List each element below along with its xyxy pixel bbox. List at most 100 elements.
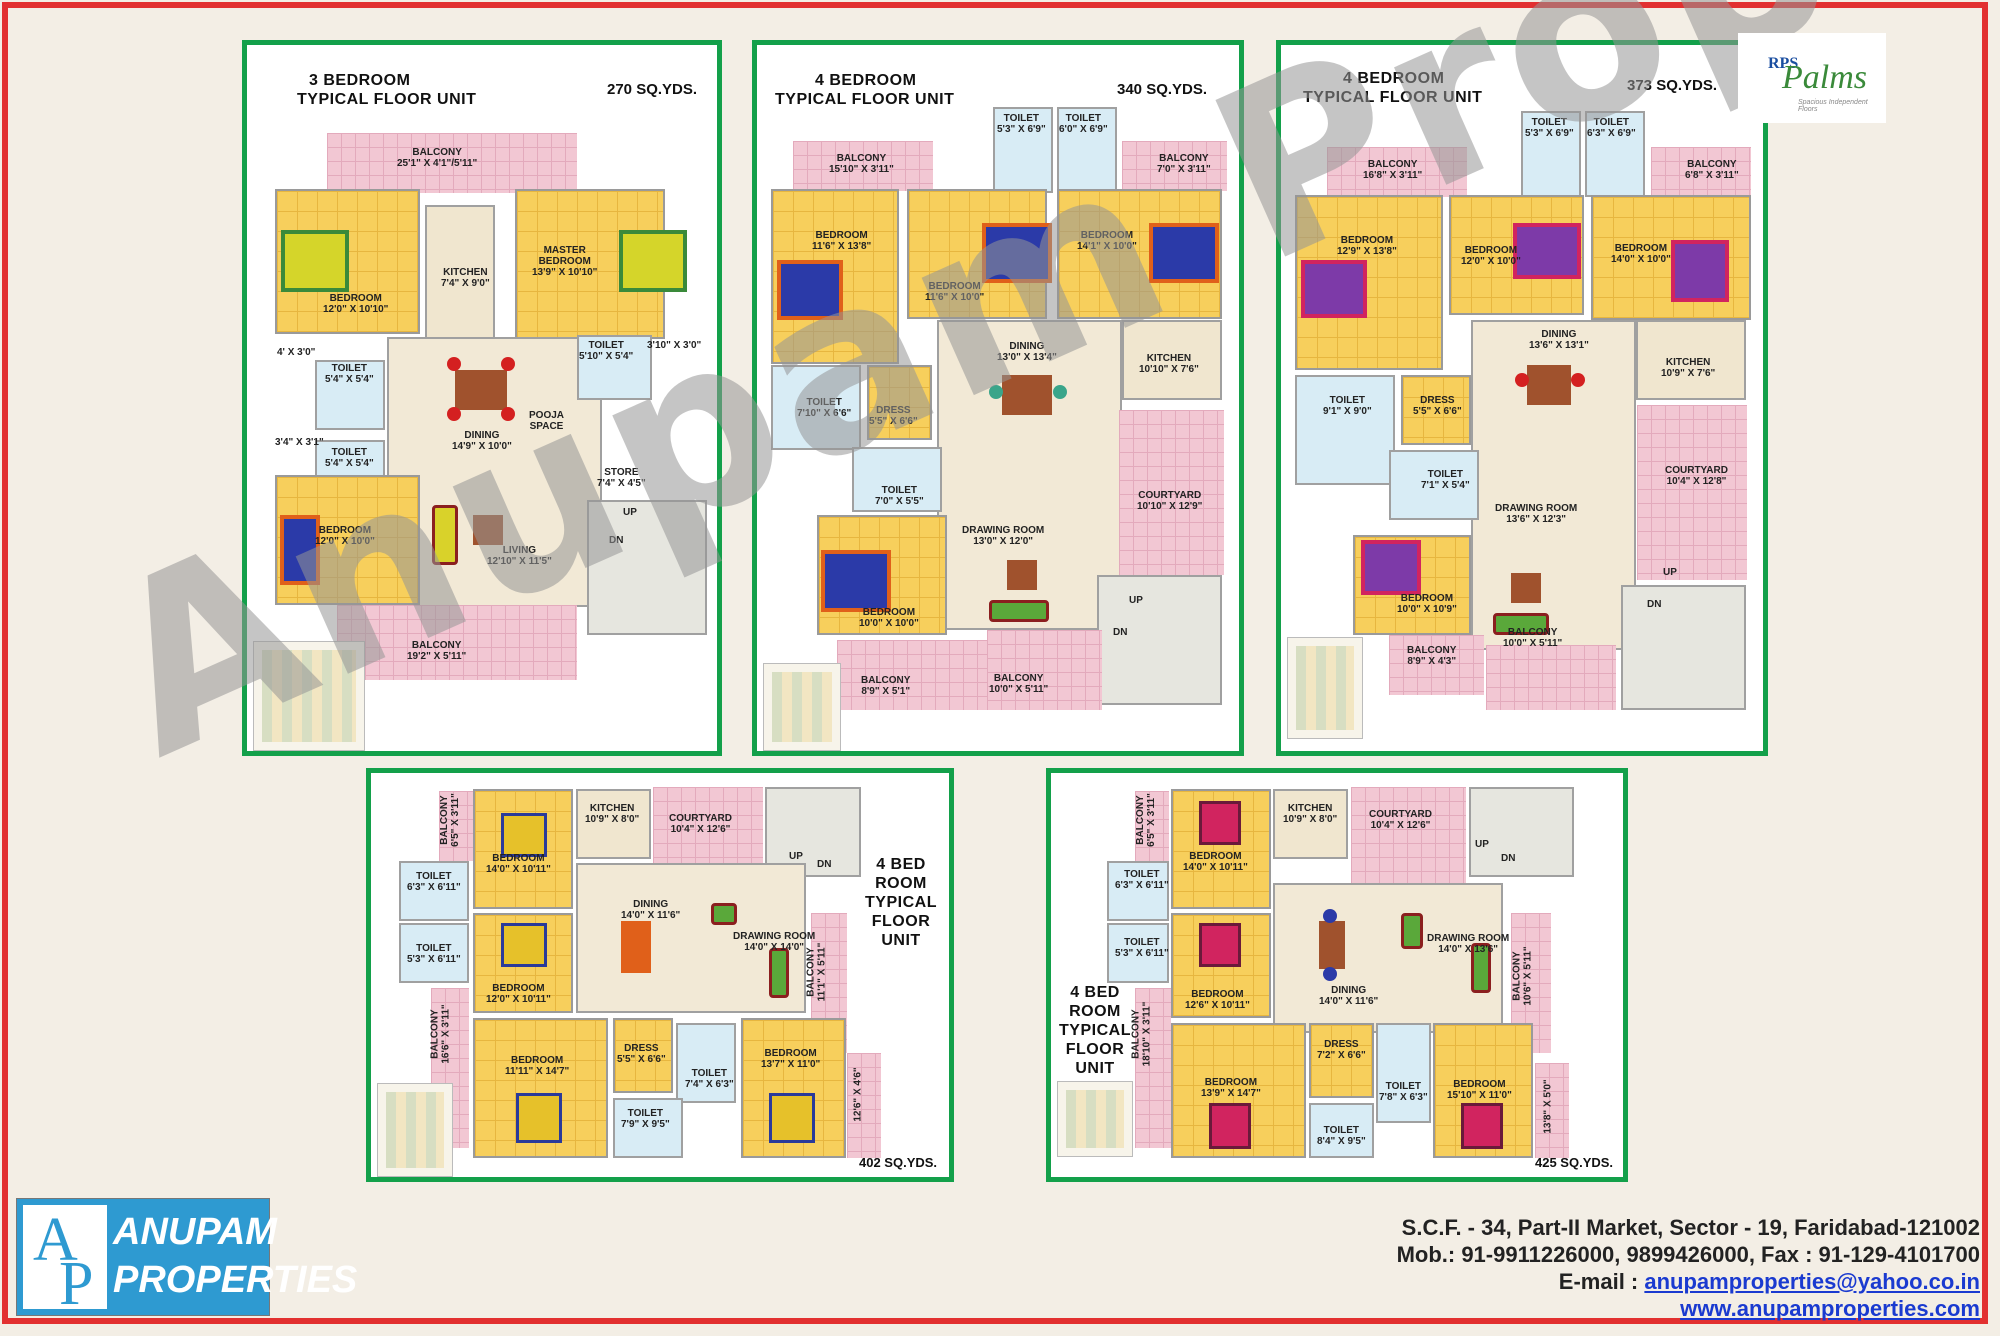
room-label: BALCONY 11'1" X 5'11" [805, 942, 828, 1002]
room-label: BEDROOM 12'0" X 10'0" [315, 525, 375, 547]
plan-title: 4 BEDROOM TYPICAL FLOOR UNIT [775, 71, 954, 109]
plan-title: 4 BEDROOM TYPICAL FLOOR UNIT [1303, 69, 1482, 107]
room-label: BEDROOM 14'0" X 10'11" [486, 853, 551, 875]
bed-furniture [821, 550, 891, 612]
plan-size: 402 SQ.YDS. [859, 1155, 938, 1170]
plan-title-line1: 4 BEDROOM [815, 72, 917, 89]
website-link[interactable]: www.anupamproperties.com [1680, 1296, 1980, 1321]
email-label: E-mail : [1558, 1269, 1639, 1294]
plan-title-line3: TYPICAL [1059, 1022, 1131, 1039]
toilet [1295, 375, 1395, 485]
room-label: DRAWING ROOM 13'0" X 12'0" [962, 525, 1045, 547]
room-label: BEDROOM 11'6" X 13'8" [812, 230, 872, 252]
plan-title: 4 BED ROOM TYPICAL FLOOR UNIT [1055, 983, 1135, 1078]
dress [613, 1018, 673, 1093]
room-label: BEDROOM 12'0" X 10'10" [323, 293, 389, 315]
bedroom [1057, 189, 1222, 319]
room-label: TOILET 6'0" X 6'9" [1059, 113, 1108, 135]
room-label: KITCHEN 10'9" X 8'0" [585, 803, 640, 825]
email-link[interactable]: anupamproperties@yahoo.co.in [1644, 1269, 1980, 1294]
site-plan-thumbnail [253, 641, 365, 751]
room-label: BEDROOM 12'6" X 10'11" [1185, 989, 1250, 1011]
kitchen [1122, 320, 1222, 400]
room-label: 4' X 3'0" [277, 347, 316, 358]
floor-plan-270: 3 BEDROOM TYPICAL FLOOR UNIT 270 SQ.YDS.… [242, 40, 722, 756]
room-label: BALCONY 10'0" X 5'11" [989, 673, 1049, 695]
rps-palms-logo: RPS Palms Spacious Independent Floors [1738, 33, 1886, 123]
coffee-table [1007, 560, 1037, 590]
sofa [769, 948, 789, 998]
dining-table [1002, 375, 1052, 415]
room-label: BEDROOM 10'0" X 10'0" [859, 607, 919, 629]
balcony [1535, 1063, 1569, 1158]
stair-down-label: DN [1647, 599, 1662, 610]
toilet [1107, 861, 1169, 921]
chair [1323, 967, 1337, 981]
room-label: TOILET 5'4" X 5'4" [325, 363, 374, 385]
room-label: KITCHEN 10'10" X 7'6" [1139, 353, 1199, 375]
toilet [1585, 111, 1645, 197]
room-label: STORE 7'4" X 4'5" [597, 467, 646, 489]
chair [447, 407, 461, 421]
balcony [337, 605, 577, 680]
bed-furniture [982, 223, 1052, 283]
stair-down-label: DN [1501, 853, 1516, 864]
sofa [1493, 613, 1549, 635]
staircase [1621, 585, 1746, 710]
room-label: BALCONY 25'1" X 4'1"/5'11" [397, 147, 478, 169]
plan-title-line4: FLOOR [1065, 1041, 1125, 1058]
master-bedroom [515, 189, 665, 339]
stair-up-label: UP [789, 851, 803, 862]
staircase [587, 500, 707, 635]
room-label: BEDROOM 10'0" X 10'9" [1397, 593, 1457, 615]
toilet [1389, 450, 1479, 520]
bed-furniture [1361, 540, 1421, 595]
dining-table [1527, 365, 1571, 405]
toilet [771, 365, 861, 450]
plan-title-line1: 4 BED [876, 856, 926, 873]
room-label: BALCONY 19'2" X 5'11" [407, 640, 467, 662]
plan-size: 270 SQ.YDS. [607, 81, 698, 98]
toilet [852, 447, 942, 512]
plan-title-line3: TYPICAL [865, 894, 937, 911]
stair-up-label: UP [623, 507, 637, 518]
plan-title-line4: FLOOR [871, 913, 931, 930]
bed-furniture [501, 813, 547, 857]
room-label: TOILET 5'3" X 6'9" [1525, 117, 1574, 139]
toilet [613, 1098, 683, 1158]
bed-furniture [280, 515, 320, 585]
address: S.C.F. - 34, Part-II Market, Sector - 19… [1401, 1215, 1980, 1240]
logo-name-line2: PROPERTIES [113, 1259, 358, 1301]
bed-furniture [1209, 1103, 1251, 1149]
bed-furniture [1199, 801, 1241, 845]
room-label: BALCONY 7'0" X 3'11" [1157, 153, 1211, 175]
bed-furniture [1301, 260, 1367, 318]
toilet [1107, 923, 1169, 983]
room-label: BALCONY 15'10" X 3'11" [829, 153, 894, 175]
plan-title-line5: UNIT [1075, 1060, 1115, 1077]
room-label: TOILET 8'4" X 9'5" [1317, 1125, 1366, 1147]
balcony [327, 133, 577, 193]
chair [1515, 373, 1529, 387]
room-label: DINING 13'6" X 13'1" [1529, 329, 1589, 351]
room-label: DRAWING ROOM 13'6" X 12'3" [1495, 503, 1578, 525]
coffee-table [473, 515, 503, 545]
bed-furniture [501, 923, 547, 967]
ap-letter-p: P [59, 1250, 94, 1318]
balcony [1486, 645, 1616, 710]
room-label: COURTYARD 10'10" X 12'9" [1137, 490, 1203, 512]
dress [1401, 375, 1471, 445]
ap-letter-a: A [33, 1206, 78, 1274]
plan-title: 3 BEDROOM TYPICAL FLOOR UNIT [297, 71, 476, 109]
bedroom [473, 789, 573, 909]
room-label: BEDROOM 14'1" X 10'0" [1077, 230, 1137, 252]
room-label: BALCONY 8'9" X 5'1" [861, 675, 911, 697]
room-label: BEDROOM 12'0" X 10'11" [486, 983, 551, 1005]
room-label: 3'10" X 3'0" [647, 340, 702, 351]
room-label: BALCONY 10'6" X 5'11" [1511, 946, 1534, 1006]
room-label: MASTER BEDROOM 13'9" X 10'10" [532, 245, 598, 278]
room-label: 12'6" X 4'6" [852, 1067, 864, 1122]
plan-title-line1: 4 BED [1070, 984, 1120, 1001]
dining-hall [1273, 883, 1503, 1033]
